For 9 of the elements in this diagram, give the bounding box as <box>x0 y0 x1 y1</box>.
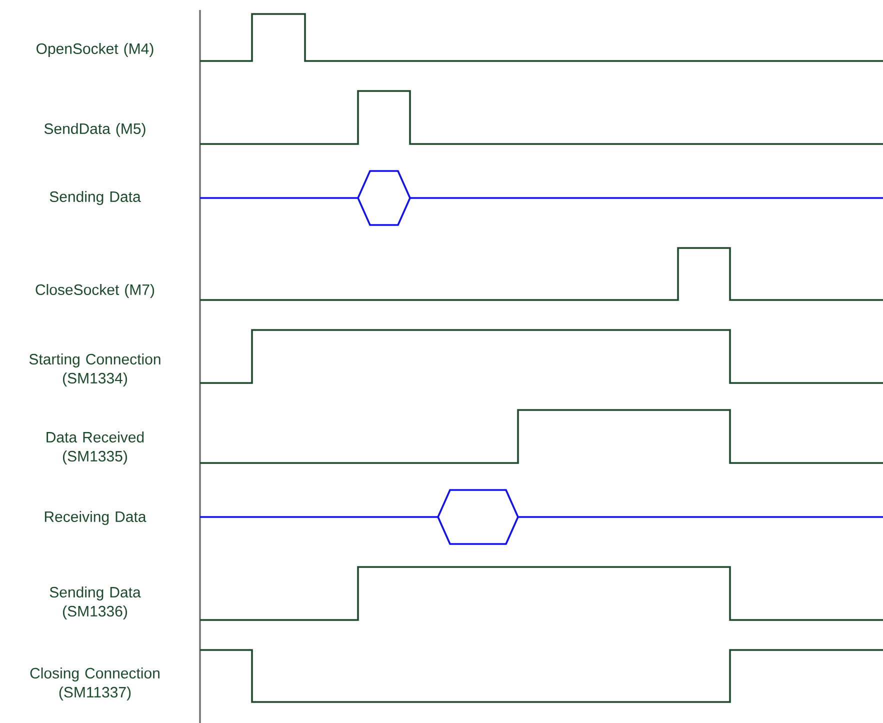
signal-label: OpenSocket (M4) <box>36 43 154 57</box>
signal-label: Data Received (SM1335) <box>46 432 144 464</box>
signal-label: SendData (M5) <box>44 123 146 137</box>
signal-label: Sending Data <box>50 191 141 205</box>
signal-label: Starting Connection (SM1334) <box>29 354 160 386</box>
signal-label: CloseSocket (M7) <box>36 284 154 298</box>
signal-label: Receiving Data <box>44 511 146 525</box>
signal-label: Sending Data (SM1336) <box>50 586 141 620</box>
signal-label: Closing Connection (SM11337) <box>30 668 160 700</box>
